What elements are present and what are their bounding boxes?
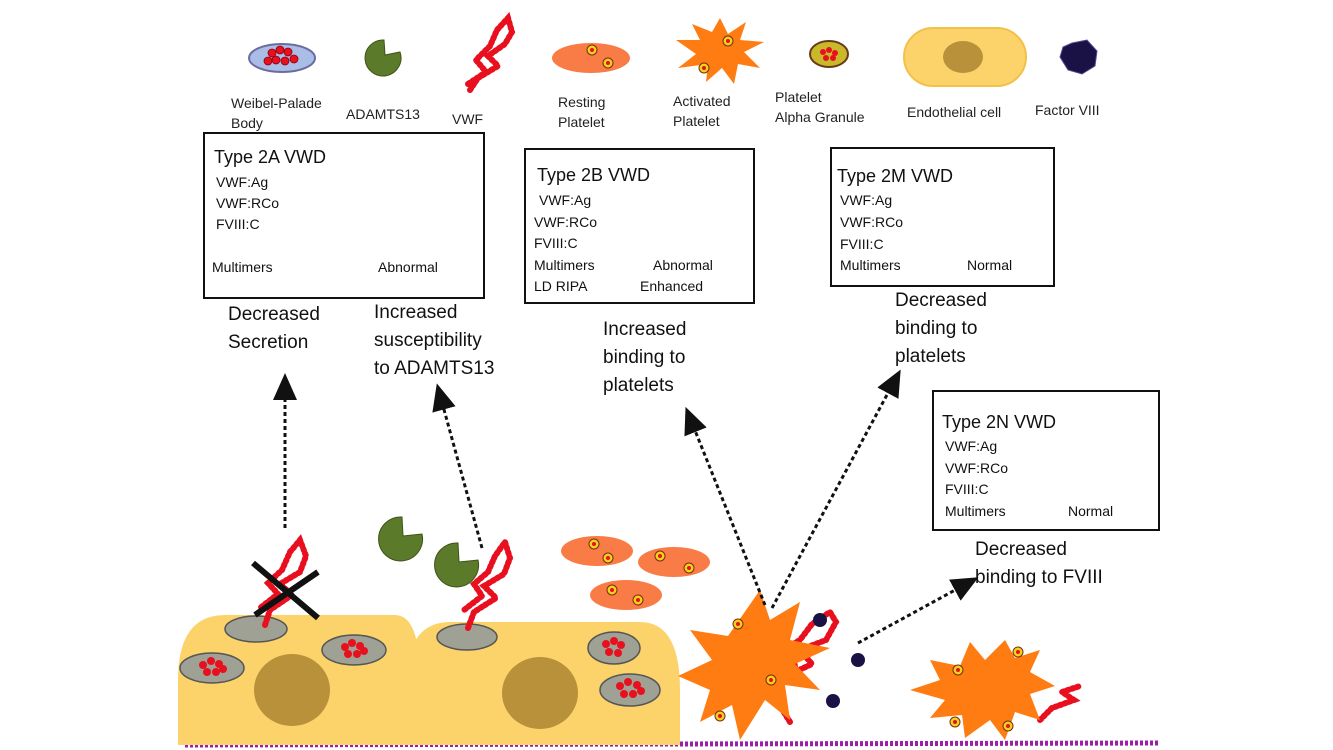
endothelial-cell-icon bbox=[903, 27, 1027, 87]
type-2b-box: Type 2B VWD VWF:Ag VWF:RCo FVIII:C Multi… bbox=[524, 148, 755, 304]
alpha-granule-icon bbox=[809, 40, 849, 68]
vwf-icon bbox=[465, 12, 516, 93]
factor-viii-icon bbox=[1059, 39, 1098, 75]
type-2m-box: Type 2M VWD VWF:Ag VWF:RCo FVIII:C Multi… bbox=[830, 147, 1055, 287]
legend-alpha-granule-label: Platelet Alpha Granule bbox=[775, 89, 865, 125]
type-2b-ripa: LD RIPA bbox=[534, 278, 588, 294]
legend-factor-viii-label: Factor VIII bbox=[1035, 102, 1100, 118]
caption-decreased-binding-fviii: Decreased binding to FVIII bbox=[975, 539, 1103, 588]
adamts13-icon bbox=[364, 39, 402, 77]
vwf-strand-cleaved bbox=[461, 535, 514, 631]
type-2m-multimers-value: Normal bbox=[967, 257, 1013, 273]
endothelial-cell-middle bbox=[405, 622, 680, 745]
caption-increased-binding-platelets: Increased binding to platelets bbox=[603, 319, 687, 396]
connector-arrows bbox=[273, 369, 979, 645]
type-2n-title: Type 2N VWD bbox=[942, 412, 1057, 432]
type-2m-ag: VWF:Ag bbox=[840, 192, 893, 208]
type-2b-fviii: FVIII:C bbox=[534, 235, 578, 251]
type-2a-rco: VWF:RCo bbox=[216, 195, 279, 211]
type-2b-ag: VWF:Ag bbox=[539, 192, 592, 208]
type-2b-rco: VWF:RCo bbox=[534, 214, 597, 230]
caption-adamts13-susceptibility: Increased susceptibility to ADAMTS13 bbox=[374, 302, 495, 379]
type-2n-ag: VWF:Ag bbox=[945, 438, 998, 454]
type-2n-rco: VWF:RCo bbox=[945, 460, 1008, 476]
type-2n-fviii: FVIII:C bbox=[945, 481, 989, 497]
factor-viii-scene bbox=[813, 613, 865, 708]
type-2b-multimers-value: Abnormal bbox=[653, 257, 713, 273]
type-2m-rco: VWF:RCo bbox=[840, 214, 903, 230]
type-2m-title: Type 2M VWD bbox=[837, 166, 954, 186]
legend-resting-platelet-label: Resting Platelet bbox=[558, 94, 606, 130]
caption-decreased-binding-platelets: Decreased binding to platelets bbox=[895, 290, 987, 367]
weibel-palade-icon bbox=[248, 43, 316, 73]
resting-platelets-scene bbox=[561, 536, 710, 610]
type-2n-multimers-value: Normal bbox=[1068, 503, 1114, 519]
type-2a-multimers: Multimers bbox=[212, 259, 273, 275]
legend-adamts13-label: ADAMTS13 bbox=[346, 106, 420, 122]
type-2b-ripa-value: Enhanced bbox=[640, 278, 704, 294]
type-2a-title: Type 2A VWD bbox=[214, 147, 327, 167]
legend-weibel-palade-label: Weibel-Palade Body bbox=[231, 95, 322, 131]
type-2a-multimers-value: Abnormal bbox=[378, 259, 438, 275]
type-2a-ag: VWF:Ag bbox=[216, 174, 269, 190]
type-2a-fviii: FVIII:C bbox=[216, 216, 260, 232]
legend-vwf-label: VWF bbox=[452, 111, 484, 127]
vwf-strand-blocked bbox=[251, 534, 320, 628]
caption-decreased-secretion: Decreased Secretion bbox=[228, 304, 320, 353]
resting-platelet-icon bbox=[552, 43, 630, 73]
type-2b-multimers: Multimers bbox=[534, 257, 595, 273]
legend-activated-platelet-label: Activated Platelet bbox=[673, 93, 731, 129]
type-2n-multimers: Multimers bbox=[945, 503, 1006, 519]
type-2m-fviii: FVIII:C bbox=[840, 236, 884, 252]
type-2m-multimers: Multimers bbox=[840, 257, 901, 273]
activated-platelet-icon bbox=[676, 18, 764, 84]
type-2a-box: Type 2A VWD VWF:Ag VWF:RCo FVIII:C Multi… bbox=[203, 132, 485, 299]
activated-platelet-scene-1 bbox=[678, 590, 830, 740]
activated-platelet-scene-2 bbox=[910, 640, 1055, 740]
type-2b-title: Type 2B VWD bbox=[537, 165, 651, 185]
type-2n-box: Type 2N VWD VWF:Ag VWF:RCo FVIII:C Multi… bbox=[932, 390, 1160, 531]
adamts13-scene bbox=[378, 516, 480, 588]
legend-endothelial-cell-label: Endothelial cell bbox=[907, 104, 1002, 120]
endothelial-cell-left bbox=[178, 615, 420, 745]
